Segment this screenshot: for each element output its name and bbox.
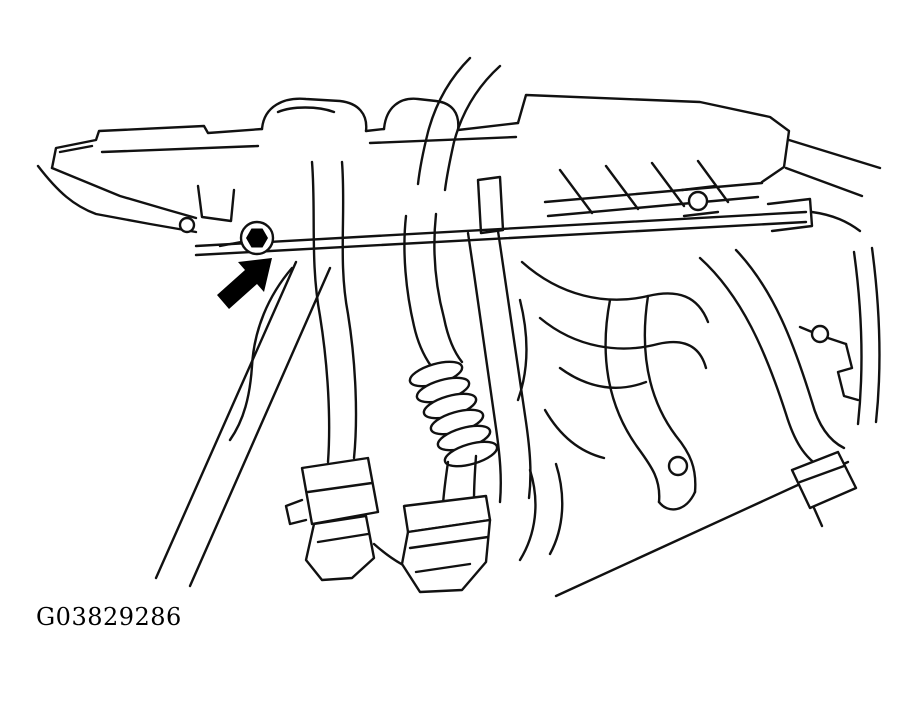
small-bolt	[178, 216, 196, 234]
connector-left	[284, 456, 422, 582]
target-bolt	[218, 220, 275, 256]
engine-block-curves	[516, 260, 710, 562]
connector-center	[400, 494, 492, 594]
hose-left	[310, 160, 358, 464]
hose-end-fitting	[667, 455, 689, 477]
corrugated-boot	[408, 360, 499, 506]
pointer-arrow-icon	[217, 258, 272, 309]
hose-far-right	[698, 248, 858, 528]
linkage-rod	[194, 184, 862, 257]
figure-id-label: G03829286	[36, 603, 182, 631]
hose-mid-right	[604, 294, 697, 511]
upper-hose	[416, 56, 502, 192]
manifold-assembly	[50, 93, 791, 235]
hose-center	[403, 212, 464, 368]
rod-bolt	[687, 190, 709, 212]
right-small-bolt	[810, 324, 830, 344]
right-side-fittings	[784, 138, 882, 426]
hose-flange	[790, 450, 858, 510]
bolt-hex-head	[246, 228, 268, 248]
